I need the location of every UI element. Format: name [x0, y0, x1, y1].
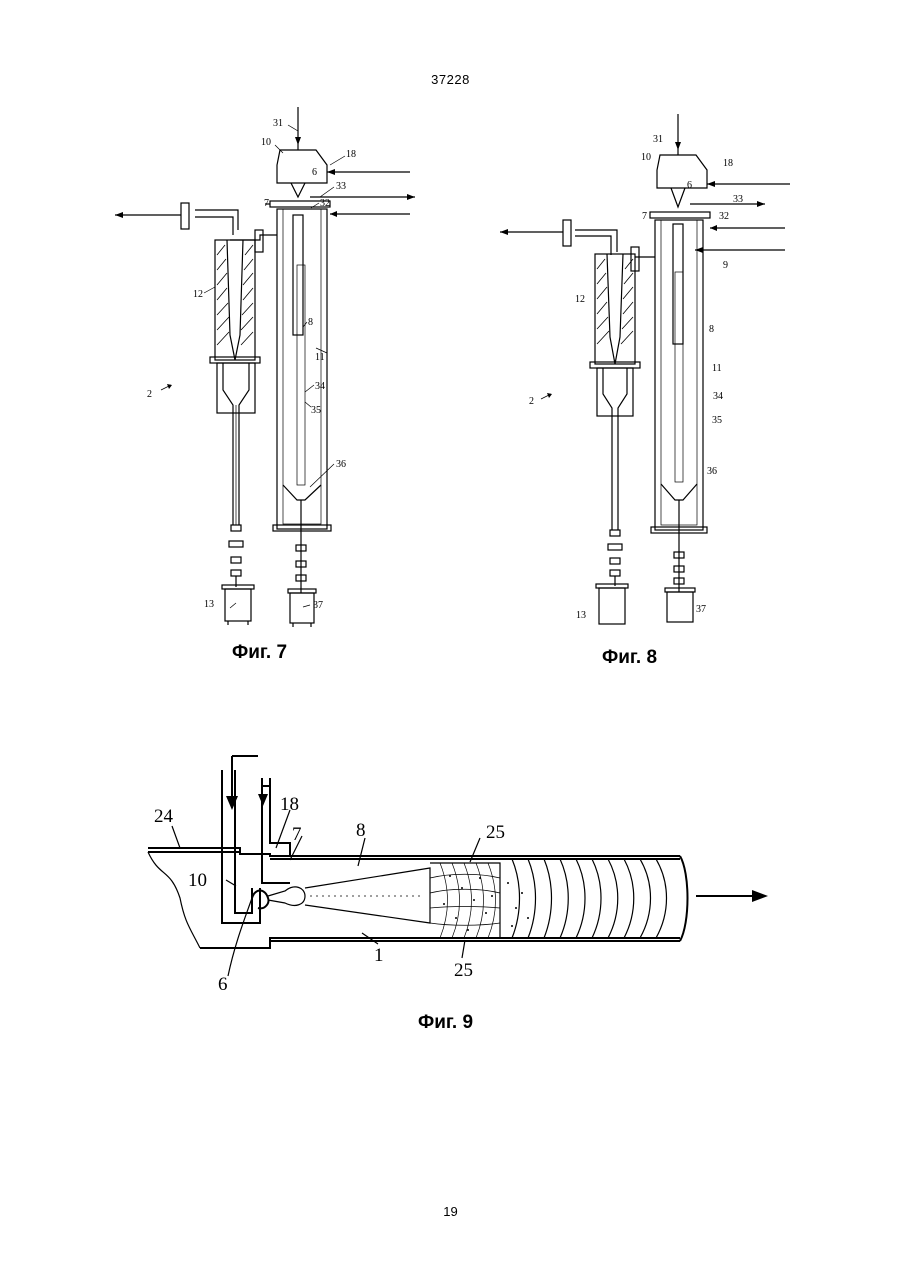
- label-35: 35: [311, 405, 321, 416]
- label-12: 12: [575, 294, 585, 305]
- figure-8-caption: Фиг. 8: [602, 647, 657, 669]
- label-6: 6: [687, 180, 692, 191]
- label-9: 9: [723, 260, 728, 271]
- figure-7: 31 10 18 6 33 7 32 12 8 11 2 34 35 36 13…: [105, 105, 425, 645]
- label-24: 24: [154, 806, 174, 827]
- label-32: 32: [320, 198, 330, 209]
- label-36: 36: [707, 466, 717, 477]
- label-25-bottom: 25: [454, 960, 473, 981]
- label-11: 11: [315, 352, 325, 363]
- label-2: 2: [529, 396, 534, 407]
- label-13: 13: [576, 610, 586, 621]
- label-37: 37: [313, 600, 323, 611]
- label-6: 6: [312, 167, 317, 178]
- figure-7-caption: Фиг. 7: [232, 642, 287, 664]
- label-25-top: 25: [486, 822, 505, 843]
- label-33: 33: [336, 181, 346, 192]
- label-31: 31: [653, 134, 663, 145]
- document-number: 37228: [0, 72, 901, 87]
- label-18: 18: [346, 149, 356, 160]
- label-7: 7: [292, 824, 302, 845]
- figure-9-caption: Фиг. 9: [418, 1012, 473, 1034]
- label-7: 7: [642, 211, 647, 222]
- label-37: 37: [696, 604, 706, 615]
- label-18: 18: [280, 794, 299, 815]
- label-8: 8: [308, 317, 313, 328]
- label-12: 12: [193, 289, 203, 300]
- page-number: 19: [0, 1204, 901, 1219]
- label-34: 34: [315, 381, 325, 392]
- label-6: 6: [218, 974, 228, 995]
- label-36: 36: [336, 459, 346, 470]
- label-13: 13: [204, 599, 214, 610]
- figure-7-drawing: 31 10 18 6 33 7 32 12 8 11 2 34 35 36 13…: [105, 105, 425, 645]
- label-1: 1: [374, 945, 384, 966]
- figure-8-drawing: 31 10 18 6 33 7 32 9 12 8 11 2 34 35 36 …: [495, 112, 815, 632]
- label-10: 10: [261, 137, 271, 148]
- label-8: 8: [356, 820, 366, 841]
- label-35: 35: [712, 415, 722, 426]
- label-10: 10: [188, 870, 207, 891]
- label-18: 18: [723, 158, 733, 169]
- figure-8: 31 10 18 6 33 7 32 9 12 8 11 2 34 35 36 …: [495, 112, 815, 632]
- label-7: 7: [264, 198, 269, 209]
- figure-9-drawing: 24 18 7 8 25 10 1 25 6: [140, 748, 790, 998]
- label-33: 33: [733, 194, 743, 205]
- label-8: 8: [709, 324, 714, 335]
- label-34: 34: [713, 391, 723, 402]
- label-2: 2: [147, 389, 152, 400]
- label-11: 11: [712, 363, 722, 374]
- label-10: 10: [641, 152, 651, 163]
- label-31: 31: [273, 118, 283, 129]
- figure-9: 24 18 7 8 25 10 1 25 6: [140, 748, 790, 998]
- label-32: 32: [719, 211, 729, 222]
